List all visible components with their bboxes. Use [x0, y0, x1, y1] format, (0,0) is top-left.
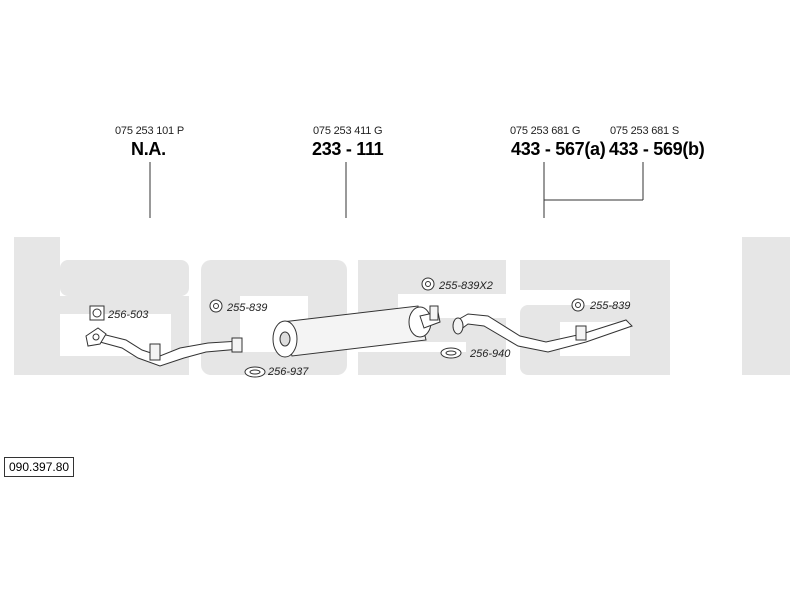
front-pipe [85, 327, 243, 367]
hanger-icon-front [209, 299, 223, 313]
rear-pipe [452, 313, 633, 353]
leader-lines [149, 162, 644, 218]
part-number-center: 233 - 111 [312, 139, 384, 159]
callout-hanger-front: 255-839 [227, 302, 268, 314]
part-number-rear-a: 433 - 567(a) [511, 139, 606, 159]
gasket-icon-front [244, 366, 266, 378]
callout-clamp-front: 256-503 [108, 309, 149, 321]
callout-gasket-front: 256-937 [268, 366, 309, 378]
oem-ref-rear-a: 075 253 681 G [510, 125, 581, 137]
catalog-number: 090.397.80 [4, 457, 75, 477]
clamp-icon [89, 305, 105, 321]
oem-ref-front: 075 253 101 P [115, 125, 184, 137]
center-muffler [272, 305, 441, 358]
oem-ref-center: 075 253 411 G [313, 125, 383, 137]
gasket-icon-rear [440, 347, 462, 359]
part-number-rear-b: 433 - 569(b) [609, 139, 705, 159]
callout-hanger-rear: 255-839 [590, 300, 631, 312]
callout-hanger-mid: 255-839X2 [439, 280, 493, 292]
callout-gasket-rear: 256-940 [470, 348, 511, 360]
hanger-icon-mid [421, 277, 435, 291]
part-number-front: N.A. [131, 139, 166, 159]
hanger-icon-rear [571, 298, 585, 312]
oem-ref-rear-b: 075 253 681 S [610, 125, 679, 137]
